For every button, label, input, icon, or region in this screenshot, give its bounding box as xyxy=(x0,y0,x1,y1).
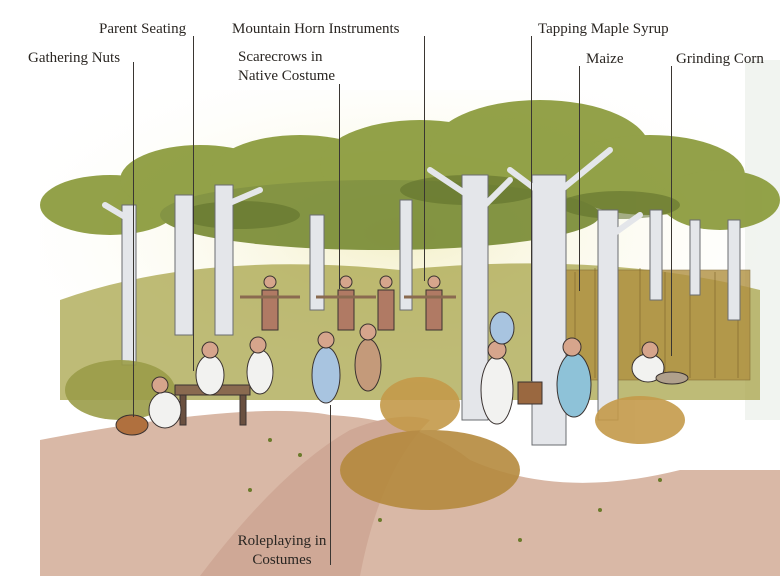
callout-tapping-maple: Tapping Maple Syrup xyxy=(538,21,669,37)
leader-maize xyxy=(579,66,580,291)
shrubs xyxy=(65,360,685,510)
callout-grinding-corn: Grinding Corn xyxy=(676,51,764,67)
leader-grinding-corn xyxy=(671,66,672,356)
scarecrows xyxy=(240,275,456,331)
corn-grinder xyxy=(631,341,689,385)
callout-roleplaying: Roleplaying in Costumes xyxy=(237,533,327,568)
leader-scarecrows xyxy=(339,84,340,289)
callout-gathering-nuts: Gathering Nuts xyxy=(28,50,121,66)
callout-scarecrows: Scarecrows in Native Costume xyxy=(238,49,336,84)
fallen-leaves xyxy=(248,438,662,542)
parent-seating-group xyxy=(174,336,274,426)
callout-mountain-horn: Mountain Horn Instruments xyxy=(232,21,400,37)
maple-syrup-tappers xyxy=(480,311,592,425)
leader-tapping-maple xyxy=(531,36,532,381)
leader-mountain-horn xyxy=(424,36,425,281)
tree-trunks xyxy=(121,174,741,446)
leader-gathering-nuts xyxy=(133,62,134,417)
leader-parent-seating xyxy=(193,36,194,371)
callout-maize: Maize xyxy=(586,51,624,67)
tree-branches xyxy=(102,147,643,243)
leader-roleplaying xyxy=(330,405,331,565)
roleplaying-children xyxy=(311,323,382,404)
nut-gatherer xyxy=(115,376,182,436)
callout-parent-seating: Parent Seating xyxy=(99,21,187,37)
